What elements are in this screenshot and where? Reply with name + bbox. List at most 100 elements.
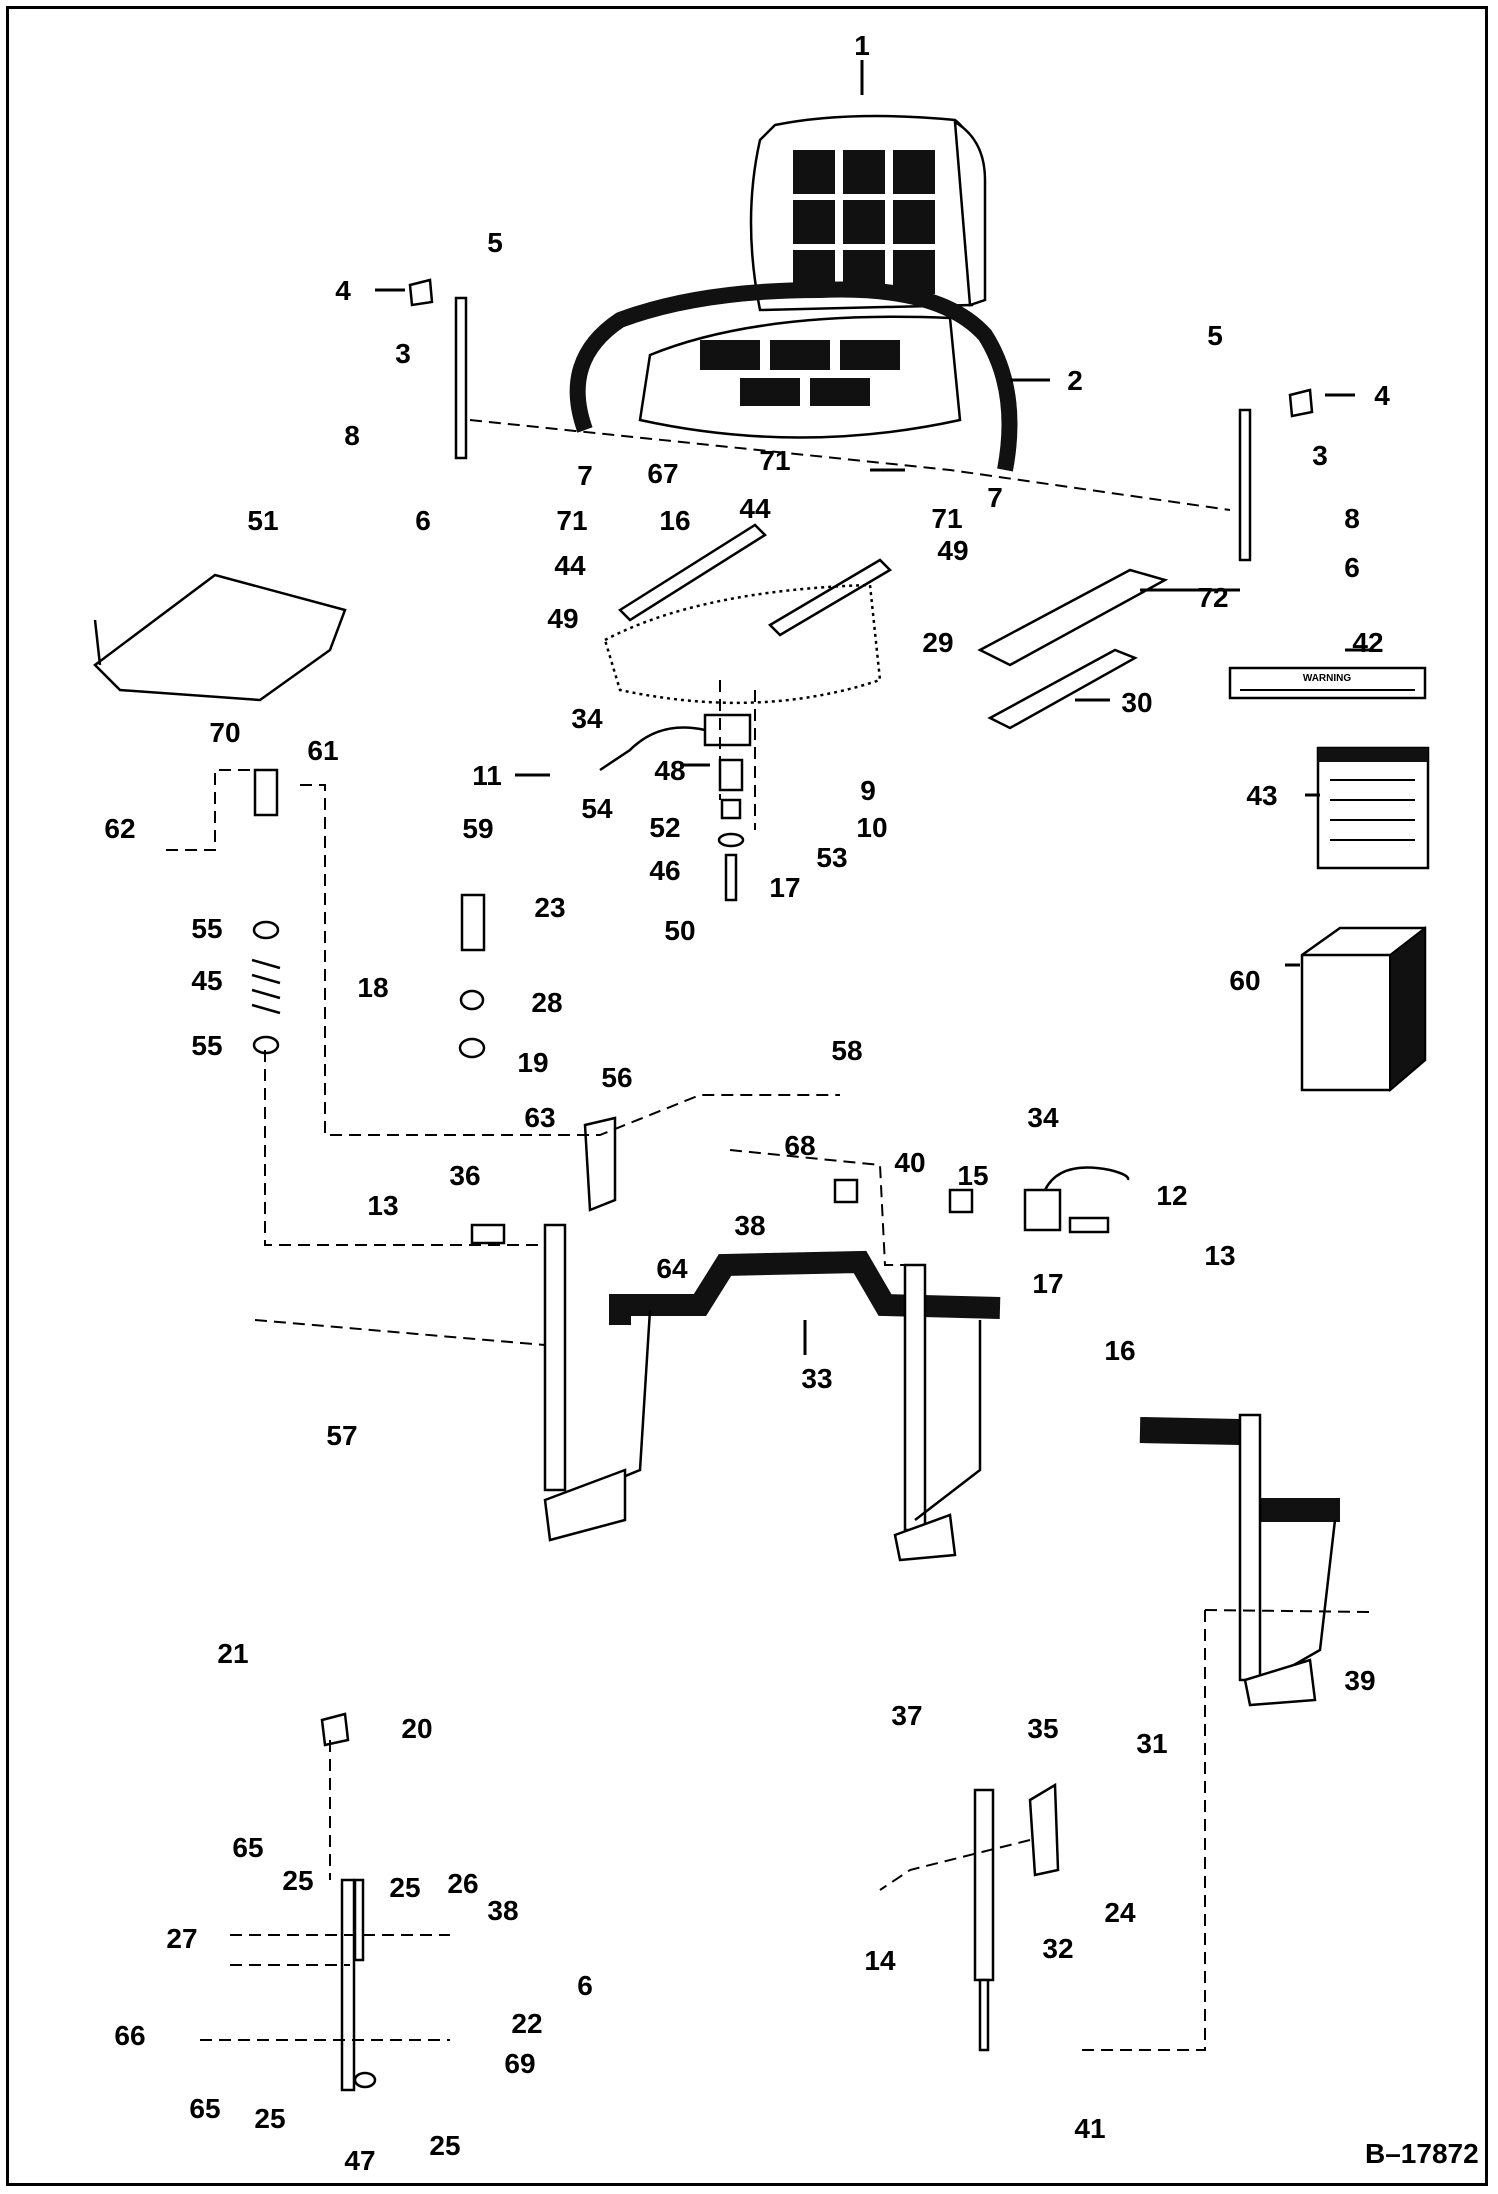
callout-40: 40 (894, 1147, 925, 1178)
callout-25d: 25 (429, 2130, 460, 2161)
callout-1: 1 (854, 30, 870, 61)
callout-11: 11 (472, 760, 502, 791)
callout-47: 47 (344, 2145, 375, 2176)
callout-69: 69 (504, 2048, 535, 2079)
callout-labels: 1 2 3 3 4 4 5 5 6 6 6 7 7 8 8 9 10 11 12… (104, 30, 1390, 2176)
gas-strut (973, 1782, 1060, 2052)
callout-53: 53 (816, 842, 847, 873)
callout-8b: 8 (1344, 503, 1360, 534)
callout-13: 13 (367, 1190, 398, 1221)
callout-19: 19 (517, 1047, 548, 1078)
callout-56: 56 (601, 1062, 632, 1093)
callout-57: 57 (326, 1420, 357, 1451)
callout-63: 63 (524, 1102, 555, 1133)
spacer-hardware (470, 1178, 1110, 1245)
callout-18: 18 (357, 972, 388, 1003)
callout-13b: 13 (1204, 1240, 1235, 1271)
callout-10: 10 (856, 812, 887, 843)
callout-36: 36 (449, 1160, 480, 1191)
callout-6c: 6 (577, 1970, 593, 2001)
clevis-assembly (458, 893, 486, 1059)
linkage-spring-assembly (251, 768, 281, 1055)
callout-52: 52 (649, 812, 680, 843)
callout-9: 9 (860, 775, 876, 806)
callout-55: 55 (191, 913, 222, 944)
callout-6b: 6 (1344, 552, 1360, 583)
callout-2: 2 (1067, 365, 1083, 396)
callout-8: 8 (344, 420, 360, 451)
callout-30: 30 (1121, 687, 1152, 718)
callout-71b: 71 (759, 445, 790, 476)
callout-24: 24 (1104, 1897, 1136, 1928)
callout-5b: 5 (1207, 320, 1223, 351)
bracket-left (408, 278, 468, 460)
callout-58: 58 (831, 1035, 862, 1066)
callout-42: 42 (1352, 627, 1383, 658)
warning-decal-title: WARNING (1303, 673, 1352, 684)
callout-71: 71 (556, 505, 587, 536)
callout-17b: 17 (1032, 1268, 1063, 1299)
assembly-lines (160, 419, 1371, 2051)
callout-29: 29 (922, 627, 953, 658)
callout-51: 51 (247, 505, 278, 536)
callout-62: 62 (104, 813, 135, 844)
callout-12: 12 (1156, 1180, 1187, 1211)
callout-7: 7 (577, 460, 593, 491)
callout-46: 46 (649, 855, 680, 886)
callout-44: 44 (554, 550, 586, 581)
callout-6: 6 (415, 505, 431, 536)
callout-14: 14 (864, 1945, 896, 1976)
callout-32: 32 (1042, 1933, 1073, 1964)
seat-plate (93, 573, 347, 702)
callout-28: 28 (531, 987, 562, 1018)
callout-3b: 3 (1312, 440, 1328, 471)
callout-60: 60 (1229, 965, 1260, 996)
leader-lines (375, 60, 1370, 1355)
callout-25c: 25 (254, 2103, 285, 2134)
seat-cushion (638, 315, 962, 439)
callout-64: 64 (656, 1253, 688, 1284)
callout-16b: 16 (1104, 1335, 1135, 1366)
callout-71c: 71 (931, 503, 962, 534)
callout-59: 59 (462, 813, 493, 844)
seat-bar (569, 281, 1018, 472)
callout-38: 38 (734, 1210, 765, 1241)
callout-4b: 4 (1374, 380, 1390, 411)
callout-27: 27 (166, 1923, 197, 1954)
callout-35: 35 (1027, 1713, 1058, 1744)
callout-25: 25 (282, 1865, 313, 1896)
callout-26: 26 (447, 1868, 478, 1899)
callout-41: 41 (1074, 2113, 1105, 2144)
callout-22: 22 (511, 2008, 542, 2039)
callout-34: 34 (571, 703, 603, 734)
instruction-decal (1316, 746, 1430, 870)
seat-back (749, 114, 987, 312)
callout-49b: 49 (937, 535, 968, 566)
seat-mount-plates (977, 568, 1169, 730)
seat-switch-assembly (599, 713, 752, 902)
callout-55b: 55 (191, 1030, 222, 1061)
callout-7b: 7 (987, 482, 1003, 513)
callout-17: 17 (769, 872, 800, 903)
callout-68: 68 (784, 1130, 815, 1161)
callout-3: 3 (395, 338, 411, 369)
operator-manual-box (1300, 925, 1427, 1093)
figure-reference: B–17872 (1365, 2138, 1479, 2169)
callout-5: 5 (487, 227, 503, 258)
callout-23: 23 (534, 892, 565, 923)
callout-43: 43 (1246, 780, 1277, 811)
callout-21: 21 (217, 1638, 248, 1669)
callout-50: 50 (664, 915, 695, 946)
callout-70: 70 (209, 717, 240, 748)
callout-39: 39 (1344, 1665, 1375, 1696)
mount-bracket (583, 1116, 617, 1212)
bracket-right (1238, 388, 1314, 562)
bottom-left-link (320, 1712, 377, 2092)
callout-65: 65 (232, 1832, 263, 1863)
callout-34b: 34 (1027, 1102, 1059, 1133)
callout-49: 49 (547, 603, 578, 634)
callout-31: 31 (1136, 1728, 1167, 1759)
callout-65b: 65 (189, 2093, 220, 2124)
warning-decal: WARNING (1228, 666, 1427, 700)
